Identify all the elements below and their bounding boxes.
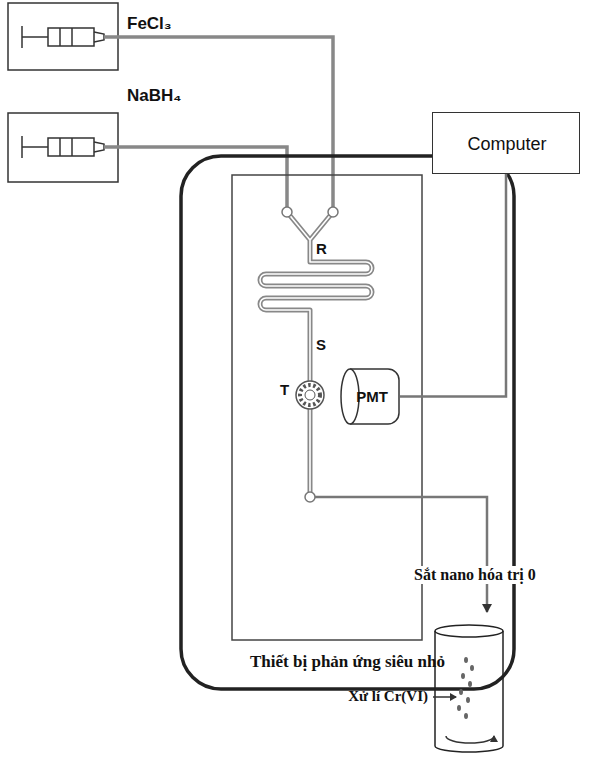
device-housing [181,156,514,689]
pmt-detector: PMT [340,368,400,425]
outlet-tube [315,497,487,612]
chip [232,175,422,640]
feed-tube [104,37,333,207]
computer-box: Computer [432,112,580,174]
process-label: Xử lí Cr(VI) [348,688,428,705]
syringe-pump [8,113,118,182]
mixer-gear [296,381,324,409]
channel-part-label: T [280,381,289,398]
nanoparticle-dots [457,657,474,719]
product-label: Sắt nano hóa trị 0 [412,566,538,584]
device-title: Thiết bị phản ứng siêu nhỏ [250,652,445,672]
reagent-label: NaBH₄ [127,86,181,106]
pmt-body [350,369,399,424]
node-label: PMT [356,388,388,405]
micro-channel [260,212,372,497]
channel-part-label: R [316,240,327,257]
syringe-pump [8,3,118,70]
channel-part-label: S [316,336,326,353]
signal-wire [400,174,506,397]
stirring-arrow [446,736,494,743]
reagent-label: FeCl₃ [127,14,172,34]
port [282,207,338,502]
device-frame: Thiết bị phản ứng siêu nhỏ PMT [180,155,515,690]
node-label: Computer [467,134,546,155]
beaker [435,625,503,752]
input-arrow [433,696,456,698]
